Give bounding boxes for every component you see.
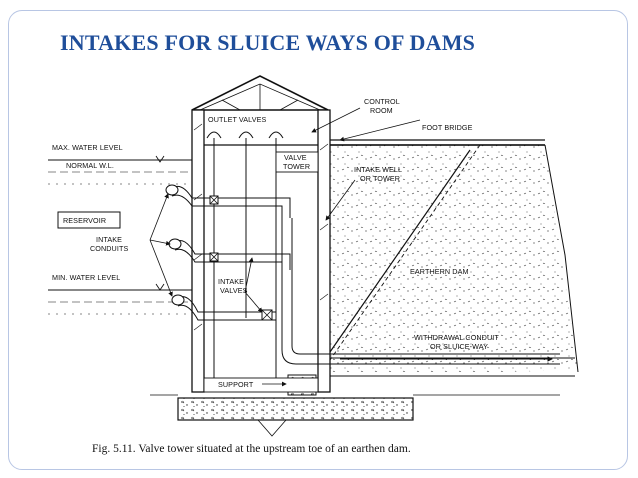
diagram-labels: CONTROL ROOM OUTLET VALVES FOOT BRIDGE M… [52, 97, 499, 389]
label-support: SUPPORT [218, 380, 254, 389]
label-foot-bridge: FOOT BRIDGE [422, 123, 473, 132]
figure-caption: Fig. 5.11. Valve tower situated at the u… [92, 443, 411, 455]
label-max-water-level: MAX. WATER LEVEL [52, 143, 123, 152]
intake-conduits [165, 184, 560, 365]
reservoir-box: RESERVOIR [57, 211, 121, 229]
slide-frame [8, 10, 628, 470]
label-normal-wl: NORMAL W.L. [66, 161, 114, 170]
label-intake-valves-1: INTAKE [218, 277, 244, 286]
label-outlet-valves: OUTLET VALVES [208, 115, 267, 124]
label-valve-tower-2: TOWER [283, 162, 310, 171]
label-control-room-1: CONTROL [364, 97, 400, 106]
slide-title: INTAKES FOR SLUICE WAYS OF DAMS [60, 30, 476, 55]
label-intake-well-1: INTAKE WELL [354, 165, 402, 174]
label-intake-conduits-2: CONDUITS [90, 244, 128, 253]
label-earthern-dam: EARTHERN DAM [410, 267, 469, 276]
label-min-water-level: MIN. WATER LEVEL [52, 273, 120, 282]
label-reservoir: RESERVOIR [63, 216, 106, 225]
label-valve-tower-1: VALVE [284, 153, 307, 162]
label-intake-conduits-1: INTAKE [96, 235, 122, 244]
label-withdrawal-conduit-1: WITHDRAWAL CONDUIT [414, 333, 499, 342]
leader-lines [149, 107, 421, 387]
label-intake-valves-2: VALVES [220, 286, 248, 295]
water-lines [48, 155, 195, 315]
label-intake-well-2: OR TOWER [360, 174, 400, 183]
valve-tower [191, 75, 545, 393]
label-withdrawal-conduit-2: OR SLUICE-WAY [430, 342, 488, 351]
label-control-room-2: ROOM [370, 106, 393, 115]
